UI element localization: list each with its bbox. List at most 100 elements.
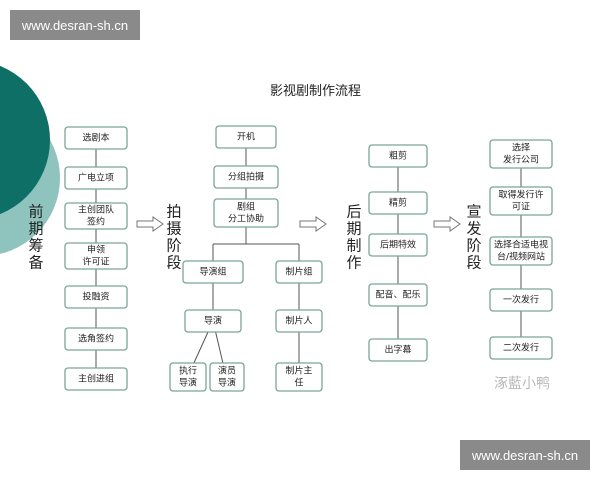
shoot-directing-team: 导演组: [182, 260, 244, 284]
stage-label-post-production: 制: [346, 237, 361, 255]
promo-step-4-label: 一次发行: [503, 294, 539, 306]
promo-step-3-frame: [489, 236, 553, 266]
shoot-director-label: 导演: [204, 315, 222, 327]
stage-label-pre-production: 备: [28, 254, 43, 272]
promo-step-2-label: 可证: [512, 202, 530, 213]
promo-step-3-label: 台/视频网站: [497, 251, 545, 263]
post-step-3-frame: [368, 233, 428, 257]
pre-step-5-label: 投融资: [82, 291, 109, 303]
stage-label-post-production: 期: [346, 220, 361, 238]
stage-label-pre-production: 筹: [28, 237, 43, 255]
stage-label-pre-production: 期: [28, 220, 43, 238]
stage-label-post-production: 后: [346, 203, 361, 221]
pre-step-7-label: 主创进组: [78, 373, 114, 385]
shoot-start: 开机: [215, 125, 277, 149]
post-step-2-label: 精剪: [389, 197, 407, 209]
pre-step-6-label: 选角签约: [78, 333, 114, 345]
post-step-1-label: 粗剪: [389, 150, 407, 162]
shoot-group-filming-label: 分组拍摄: [228, 171, 264, 183]
shoot-directing-team-frame: [182, 260, 244, 284]
promo-step-3-label: 选择合适电视: [494, 239, 548, 251]
pre-step-6-frame: [64, 327, 128, 351]
shoot-directing-team-label: 导演组: [199, 266, 226, 278]
shoot-group-filming: 分组拍摄: [213, 165, 279, 189]
diagram-title: 影视剧制作流程: [270, 84, 361, 99]
stage-label-promotion: 段: [466, 254, 481, 272]
promo-step-5-label: 二次发行: [503, 342, 539, 354]
shoot-start-frame: [215, 125, 277, 149]
watermark-bottom: www.desran-sh.cn: [460, 440, 590, 470]
pre-step-4-label: 申领: [87, 244, 105, 256]
shoot-executive-director-label: 导演: [179, 377, 197, 389]
stage-label-shooting: 拍: [166, 203, 181, 221]
pre-step-1-label: 选剧本: [82, 132, 109, 144]
promo-step-1-label: 选择: [512, 142, 530, 154]
decor-circle-dark: [0, 65, 50, 215]
post-step-5-frame: [368, 338, 428, 362]
pre-step-3-frame: [64, 202, 128, 230]
pre-step-7: 主创进组: [64, 367, 128, 391]
post-step-5-label: 出字幕: [384, 344, 411, 356]
stage-arrow-icon: [433, 216, 461, 232]
stage-label-promotion: 发: [466, 220, 481, 238]
pre-step-3-label: 主创团队: [78, 204, 114, 216]
promo-step-4: 一次发行: [489, 288, 553, 312]
shoot-actor-director-frame: [209, 362, 245, 392]
promo-step-5: 二次发行: [489, 336, 553, 360]
post-step-4-label: 配音、配乐: [375, 289, 420, 301]
shoot-start-label: 开机: [237, 131, 255, 143]
pre-step-1-frame: [64, 126, 128, 150]
shoot-executive-director-label: 执行: [179, 365, 197, 377]
pre-step-2-label: 广电立项: [78, 172, 114, 184]
shoot-group-filming-frame: [213, 165, 279, 189]
shoot-actor-director-label: 导演: [218, 377, 236, 389]
promo-step-2-label: 取得发行许: [498, 189, 543, 201]
stage-label-post-production: 作: [346, 254, 361, 272]
shoot-crew-division-label: 分工协助: [228, 213, 264, 225]
logo-watermark: 涿藍小鸭: [494, 376, 550, 392]
pre-step-5-frame: [64, 285, 128, 309]
stage-label-shooting: 摄: [166, 220, 181, 238]
shoot-actor-director-label: 演员: [218, 365, 236, 377]
shoot-producer-frame: [275, 309, 323, 333]
post-step-1-frame: [368, 144, 428, 168]
shoot-production-team-frame: [275, 260, 323, 284]
shoot-executive-director-frame: [169, 362, 207, 392]
promo-step-1-label: 发行公司: [503, 154, 539, 166]
post-step-4-frame: [368, 283, 428, 307]
stage-label-shooting: 阶: [166, 237, 181, 255]
stage-label-pre-production: 前: [28, 203, 43, 221]
stage-label-promotion: 宣: [466, 203, 481, 221]
pre-step-4-frame: [64, 242, 128, 270]
stage-label-promotion: 阶: [466, 237, 481, 255]
promo-step-5-frame: [489, 336, 553, 360]
post-step-3: 后期特效: [368, 233, 428, 257]
shoot-producer-label: 制片人: [285, 315, 312, 327]
shoot-crew-division-frame: [213, 198, 279, 228]
shoot-producer: 制片人: [275, 309, 323, 333]
stage-arrow-icon: [136, 216, 164, 232]
pre-step-5: 投融资: [64, 285, 128, 309]
pre-step-6: 选角签约: [64, 327, 128, 351]
stage-arrow-icon: [299, 216, 327, 232]
post-step-5: 出字幕: [368, 338, 428, 362]
pre-step-3-label: 签约: [87, 216, 105, 228]
pre-step-1: 选剧本: [64, 126, 128, 150]
post-step-3-label: 后期特效: [380, 239, 416, 251]
promo-step-2-frame: [489, 186, 553, 216]
shoot-production-team-label: 制片组: [285, 266, 312, 278]
post-step-1: 粗剪: [368, 144, 428, 168]
shoot-director: 导演: [184, 309, 242, 333]
shoot-production-manager-label: 任: [294, 377, 303, 389]
shoot-crew-division-label: 剧组: [237, 201, 255, 213]
post-step-4: 配音、配乐: [368, 283, 428, 307]
